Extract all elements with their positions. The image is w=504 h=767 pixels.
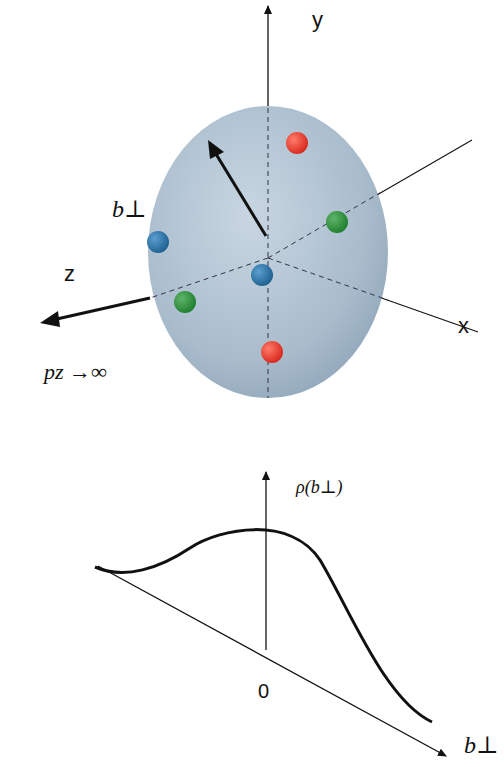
- momentum-label: pz →∞: [44, 360, 107, 384]
- rho-axis: [265, 472, 266, 650]
- quark-dot: [174, 291, 196, 313]
- y-axis: [267, 6, 268, 112]
- quark-dot: [251, 264, 273, 286]
- z-arrowhead: [40, 311, 60, 327]
- axis-label: ρ(b⊥): [296, 478, 343, 498]
- axis-label: b⊥: [464, 732, 499, 758]
- axis-dashed: [268, 190, 385, 258]
- z-axis: [48, 298, 150, 321]
- z-axis-dashed: [150, 258, 268, 298]
- x-axis-dashed: [268, 258, 388, 300]
- b-perp-arrow: [216, 154, 266, 236]
- axis-label: 0: [258, 680, 269, 702]
- b-perp-arrowhead: [208, 140, 224, 159]
- quark-dot: [326, 211, 348, 233]
- density-curve: [95, 530, 432, 722]
- quark-dot: [147, 231, 169, 253]
- quark-dot: [286, 132, 308, 154]
- axis-label: z: [64, 262, 75, 286]
- axis-label: x: [458, 314, 469, 338]
- quark-dot: [261, 341, 283, 363]
- axis-label: y: [312, 8, 323, 32]
- proton-ellipsoid: [148, 106, 388, 398]
- b-axis: [98, 566, 446, 756]
- vector-label: b⊥: [112, 196, 147, 222]
